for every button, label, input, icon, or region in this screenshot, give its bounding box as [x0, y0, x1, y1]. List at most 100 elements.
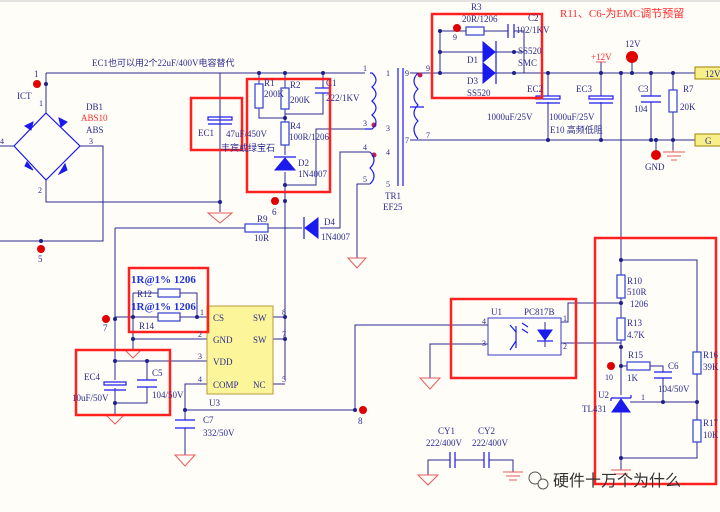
c1-value: 222/1KV [326, 93, 360, 103]
resistor-r17-icon [692, 419, 702, 443]
u2-part: TL431 [582, 404, 607, 414]
u3-pin5: 5 [282, 375, 286, 384]
db1-pin1: 1 [39, 99, 43, 108]
d1-ref: D1 [467, 55, 478, 65]
r16-value: 39K [703, 362, 719, 372]
r3-value: 20R/1206 [462, 14, 498, 24]
resistor-r15-icon [626, 361, 651, 371]
d1-pkg: SMC [518, 58, 537, 68]
r9-ref: R9 [257, 214, 268, 224]
earth-ground-icon [663, 150, 685, 161]
ec2-ref: EC2 [527, 84, 543, 94]
u1-pin1: 1 [563, 314, 567, 323]
r15-value: 1K [627, 373, 639, 383]
tr1-pin3-inner: 3 [386, 124, 390, 133]
connector-gnd[interactable]: G [694, 133, 720, 147]
tr1-pin4-inner: 4 [386, 148, 390, 157]
tp6-label: 6 [272, 207, 277, 217]
test-point-5[interactable] [37, 245, 45, 253]
capacitor-ec3-icon [588, 95, 614, 104]
test-point-12v[interactable] [626, 51, 638, 63]
r10-value: 510R [627, 287, 647, 297]
u3-pin-sw2: SW [253, 335, 267, 345]
db1-pin3: 3 [89, 137, 93, 146]
test-point-8[interactable] [359, 406, 367, 414]
r12-ref: R12 [137, 289, 152, 299]
u3-pin2: 2 [198, 330, 202, 339]
connector-12v[interactable]: 12V [694, 66, 720, 80]
db1-pin4: 4 [0, 137, 4, 146]
ec3-note: E10 高频低阻 [550, 124, 603, 135]
ec3-value: 1000uF/25V [549, 112, 595, 122]
gnd-label: GND [645, 162, 665, 172]
r14-ref: R14 [139, 321, 155, 331]
capacitor-c7-icon [175, 419, 195, 429]
r10-ref: R10 [627, 276, 643, 286]
resistor-r9-icon [244, 223, 269, 233]
r16-ref: R16 [703, 350, 719, 360]
resistor-r4-icon [280, 121, 290, 146]
resistor-r3-icon [465, 26, 485, 36]
r9-value: 10R [254, 233, 269, 243]
ec4-ref: EC4 [84, 372, 101, 382]
transformer-tr1-icon [365, 68, 424, 186]
c1-ref: C1 [326, 78, 337, 88]
diode-d4-icon [303, 216, 319, 240]
ec1-value: 47uF/450V [226, 129, 268, 139]
tp8-label: 8 [358, 416, 363, 426]
c6-ref: C6 [668, 361, 679, 371]
diode-d1-icon [482, 40, 497, 64]
u3-pin1: 1 [200, 308, 204, 317]
tp9-label: 9 [453, 33, 457, 42]
capacitor-cy1-icon [449, 452, 456, 468]
test-point-10[interactable] [607, 362, 615, 370]
c7-ref: C7 [203, 415, 214, 425]
capacitor-c1-icon [315, 87, 331, 94]
test-point-7[interactable] [102, 315, 110, 323]
bridge-rectifier-icon [13, 100, 81, 181]
u3-pin-gnd: GND [213, 335, 233, 345]
tp5-label: 5 [38, 254, 43, 264]
emc-note: R11、C6-为EMC调节预留 [560, 7, 684, 20]
cy2-value: 222/400V [472, 438, 509, 448]
r1-value: 200K [264, 89, 285, 99]
u3-pin-comp: COMP [213, 380, 239, 390]
capacitor-c2-icon [507, 24, 515, 38]
r2-value: 200K [290, 95, 311, 105]
r14-value: 1R@1% 1206 [131, 301, 196, 313]
tr1-ref: TR1 [385, 191, 401, 201]
resistor-r14-icon [157, 312, 181, 322]
u3-pin-nc: NC [253, 380, 266, 390]
u1-part: PC817B [524, 307, 555, 317]
u1-pin4: 4 [482, 317, 486, 326]
u3-pin-sw1: SW [253, 313, 267, 323]
test-point-gnd[interactable] [651, 150, 661, 160]
tr1-pin9: 9 [405, 69, 409, 78]
r10-pkg: 1206 [630, 299, 649, 309]
u3-pin4: 4 [198, 375, 202, 384]
d4-value: 1N4007 [321, 232, 350, 242]
cy1-ref: CY1 [438, 426, 455, 436]
u3-pin3: 3 [198, 352, 202, 361]
test-point-1[interactable] [33, 80, 41, 88]
c2-ref: C2 [528, 13, 539, 23]
r7-ref: R7 [683, 84, 694, 94]
r4-ref: R4 [290, 121, 301, 131]
db1-part-alt: ABS10 [81, 113, 108, 123]
d2-value: 1N4007 [298, 169, 327, 179]
test-point-9[interactable] [453, 24, 461, 32]
ec3-ref: EC3 [576, 84, 593, 94]
diode-d3-icon [482, 61, 497, 85]
resistor-r7-icon [668, 89, 678, 113]
test-point-6[interactable] [271, 197, 279, 205]
c3-ref: C3 [638, 84, 649, 94]
tp7-label: 7 [103, 323, 108, 333]
resistor-r13-icon [616, 317, 626, 341]
tr1-pin3: 3 [363, 119, 367, 128]
db1-pin2: 2 [38, 186, 42, 195]
r3-ref: R3 [471, 2, 482, 12]
tr1-pin1: 1 [363, 64, 367, 73]
u3-ref: U3 [209, 398, 220, 408]
wechat-icon [528, 471, 549, 490]
